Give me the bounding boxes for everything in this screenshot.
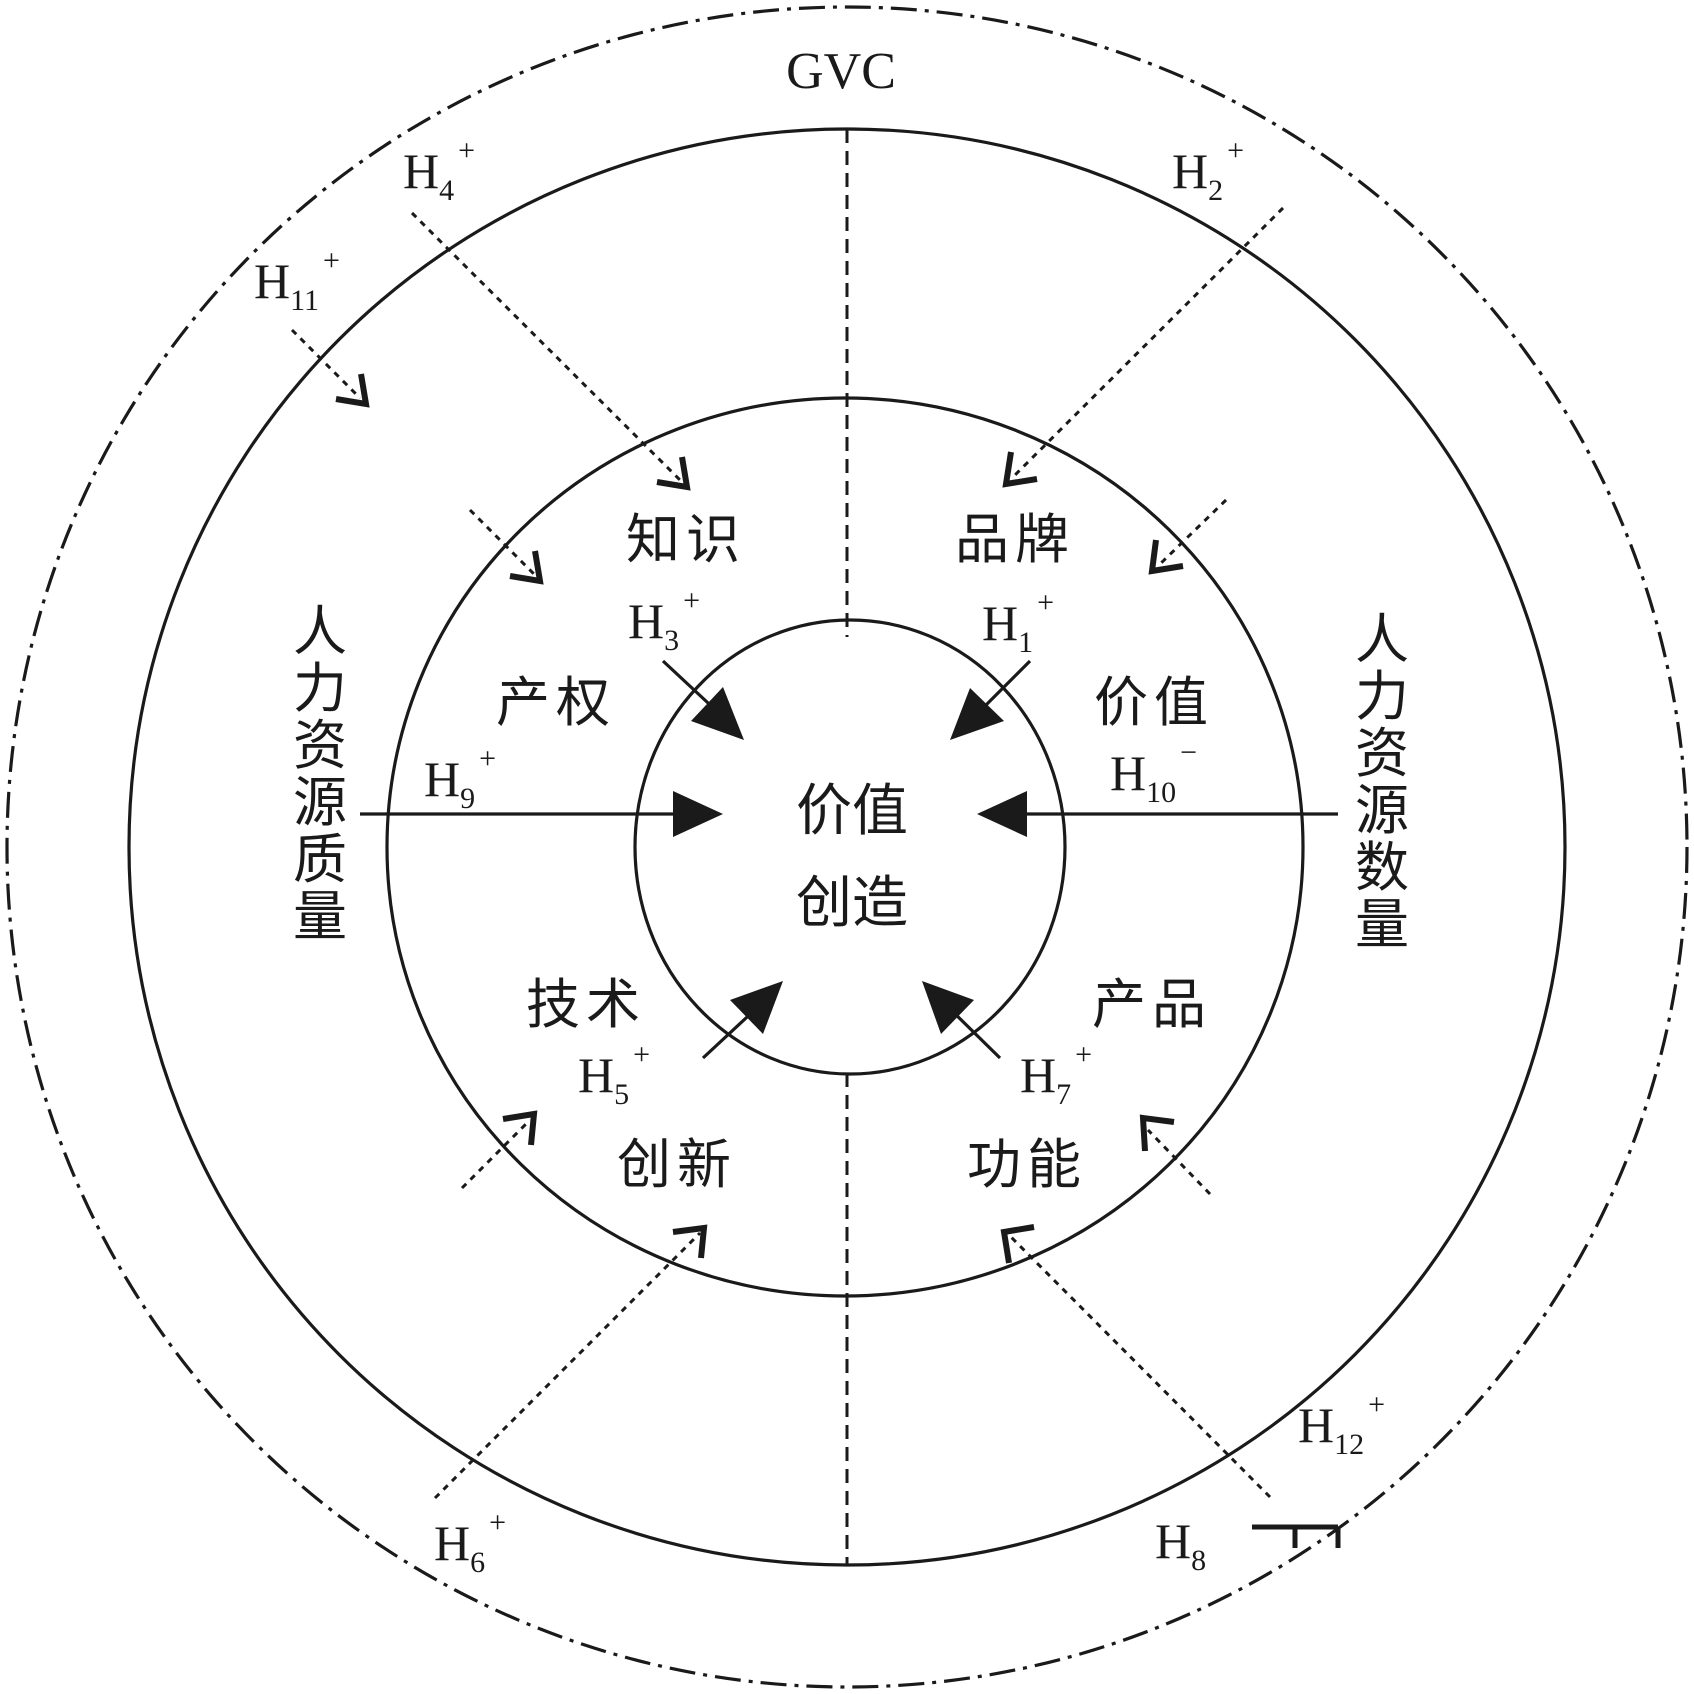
hypothesis-h4-sign: + (458, 134, 475, 167)
hypothesis-h7-base: H (1020, 1047, 1056, 1103)
hypothesis-h2-sub: 2 (1208, 174, 1223, 207)
right-side-char: 量 (1355, 893, 1409, 956)
right-side-char: 资 (1355, 722, 1409, 785)
h7-arrow (922, 981, 1002, 1060)
inner-lower-right-arrow (1139, 1114, 1212, 1196)
hypothesis-h11-base: H (254, 253, 290, 309)
hypothesis-h7-sub: 7 (1056, 1078, 1071, 1111)
hypothesis-h4-base: H (403, 143, 439, 199)
hypothesis-h6-label: H6+ (434, 1506, 506, 1579)
hypothesis-h12-base: H (1298, 1397, 1334, 1453)
hypothesis-h11-label: H11+ (254, 244, 340, 317)
hypothesis-h6-base: H (434, 1515, 470, 1571)
core-circle (633, 618, 1067, 1076)
hypothesis-h1-sub: 1 (1018, 626, 1033, 659)
inner-ring (385, 396, 1305, 1298)
right-side-char: 人 (1355, 608, 1409, 671)
hypothesis-h10-label: H10− (1110, 736, 1197, 809)
center-label-line2: 创造 (796, 871, 908, 936)
h3-arrow (661, 659, 744, 740)
hypothesis-h7-sign: + (1075, 1038, 1092, 1071)
left-side-char: 力 (293, 657, 347, 720)
hypothesis-h8-base: H (1155, 1513, 1191, 1569)
hypothesis-h3-label: H3+ (628, 584, 700, 657)
left-side-char: 量 (293, 885, 347, 948)
h6-arrow (433, 1224, 708, 1500)
right-side-char: 数 (1355, 836, 1409, 899)
hypothesis-h10-base: H (1110, 745, 1146, 801)
hypothesis-h10-sign: − (1180, 736, 1197, 769)
hypothesis-h5-sign: + (633, 1038, 650, 1071)
outer-gvc-ring (5, 5, 1689, 1689)
hypothesis-h6-sign: + (489, 1506, 506, 1539)
hypothesis-h12-sign: + (1368, 1388, 1385, 1421)
hypothesis-h2-sign: + (1227, 134, 1244, 167)
right-side-char: 力 (1355, 665, 1409, 728)
hypothesis-h3-sub: 3 (664, 624, 679, 657)
h11-arrow (290, 328, 370, 408)
h5-arrow (701, 981, 783, 1060)
hypothesis-h9-sign: + (479, 742, 496, 775)
h9-arrow (360, 791, 723, 837)
h8-bracket-mark (1252, 1524, 1341, 1548)
hypothesis-h4-label: H4+ (403, 134, 475, 207)
hypothesis-h9-sub: 9 (460, 782, 475, 815)
hypothesis-h2-label: H2+ (1172, 134, 1244, 207)
hypothesis-h9-base: H (424, 751, 460, 807)
sector-brand: 品牌 (955, 508, 1075, 571)
h8-arrow (1000, 1224, 1272, 1499)
hypothesis-h4-sub: 4 (439, 174, 454, 207)
center-label-line1: 价值 (796, 779, 908, 844)
hypothesis-h1-sign: + (1037, 586, 1054, 619)
hypothesis-h11-sub: 11 (290, 284, 319, 317)
hypothesis-h12-sub: 12 (1334, 1428, 1364, 1461)
h2-arrow (1002, 206, 1285, 488)
sector-technology: 技术 (526, 973, 646, 1036)
hypothesis-h5-label: H5+ (578, 1038, 650, 1111)
left-side-label: 人 力 资 源 质 量 (293, 600, 347, 948)
right-side-label: 人 力 资 源 数 量 (1355, 608, 1409, 956)
sector-value: 价值 (1094, 671, 1214, 734)
h4-arrow (410, 211, 691, 491)
hypothesis-h7-label: H7+ (1020, 1038, 1092, 1111)
hypothesis-h9-label: H9+ (424, 742, 496, 815)
hypothesis-h8-sub: 8 (1191, 1544, 1206, 1577)
sector-innovation: 创新 (617, 1133, 737, 1196)
left-side-char: 人 (293, 600, 347, 663)
sector-product: 产品 (1092, 973, 1212, 1036)
hypothesis-h3-base: H (628, 593, 664, 649)
h1-arrow (950, 659, 1032, 740)
sector-property: 产权 (496, 671, 616, 734)
sector-function: 功能 (967, 1133, 1087, 1196)
hypothesis-h5-sub: 5 (614, 1078, 629, 1111)
right-side-char: 源 (1355, 779, 1409, 842)
hypothesis-h12-label: H12+ (1298, 1388, 1385, 1461)
left-side-char: 源 (293, 771, 347, 834)
hypothesis-h3-sign: + (683, 584, 700, 617)
inner-upper-right-arrow (1148, 498, 1228, 575)
sector-knowledge: 知识 (626, 508, 746, 571)
hypothesis-h10-sub: 10 (1146, 776, 1176, 809)
inner-upper-left-arrow (468, 508, 544, 585)
left-side-char: 资 (293, 714, 347, 777)
gvc-label: GVC (786, 43, 896, 100)
hypothesis-h11-sign: + (323, 244, 340, 277)
left-side-char: 质 (293, 828, 347, 891)
hypothesis-h1-label: H1+ (982, 586, 1054, 659)
hypothesis-h6-sub: 6 (470, 1546, 485, 1579)
hypothesis-h1-base: H (982, 595, 1018, 651)
hypothesis-h8-label: H8 (1155, 1513, 1206, 1577)
hypothesis-h2-base: H (1172, 143, 1208, 199)
inner-lower-left-arrow (460, 1110, 538, 1190)
h10-arrow (977, 791, 1338, 837)
hypothesis-h5-base: H (578, 1047, 614, 1103)
